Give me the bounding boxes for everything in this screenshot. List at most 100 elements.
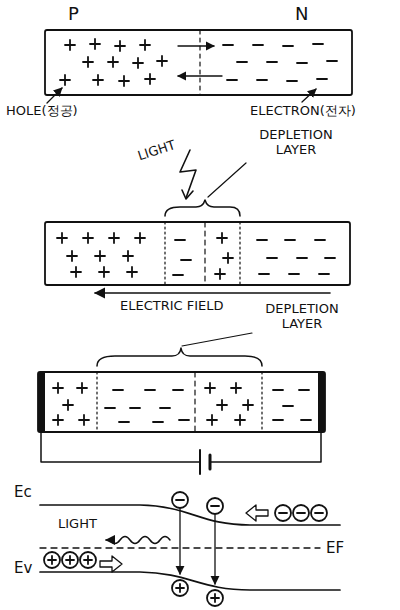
charge-stroke (69, 556, 71, 564)
charge-stroke (179, 584, 181, 592)
charge-stroke (319, 273, 329, 275)
charge-stroke (87, 556, 89, 564)
charge-stroke (64, 75, 66, 85)
charge-stroke (235, 383, 237, 393)
charge-stroke (227, 253, 229, 263)
band-label: Ec (14, 484, 32, 501)
charge-circle (44, 552, 60, 568)
charge-stroke (285, 239, 295, 241)
charge-stroke (214, 594, 216, 602)
charge-stroke (119, 41, 121, 51)
region-letter: N (295, 4, 308, 25)
charge-stroke (112, 57, 114, 67)
carrier-label: ELECTRON(전자) (250, 104, 356, 119)
charge-stroke (87, 57, 89, 67)
charge-stroke (287, 80, 297, 82)
charge-stroke (253, 44, 263, 46)
charge-stroke (160, 407, 170, 409)
charge-stroke (297, 512, 305, 514)
depletion-label: DEPLETION LAYER (248, 128, 344, 158)
charge-stroke (297, 257, 307, 259)
charge-stroke (221, 400, 223, 410)
charge-stroke (176, 499, 184, 501)
charge-stroke (247, 400, 249, 410)
charge-stroke (267, 257, 277, 259)
charge-stroke (139, 233, 141, 243)
charge-stroke (113, 233, 115, 243)
charge-stroke (145, 389, 155, 391)
charge-stroke (299, 389, 309, 391)
charge-stroke (315, 239, 325, 241)
field-label: ELECTRIC FIELD (120, 299, 224, 314)
charge-stroke (67, 400, 69, 410)
charge-stroke (259, 273, 269, 275)
band-label: Ev (14, 560, 32, 577)
charge-circle (293, 505, 309, 521)
charge-circle (207, 498, 223, 514)
charge-stroke (219, 269, 221, 279)
charge-stroke (105, 407, 115, 409)
charge-stroke (149, 74, 151, 84)
charge-stroke (257, 239, 267, 241)
charge-stroke (317, 78, 327, 80)
charge-stroke (61, 233, 63, 243)
light-label: LIGHT (58, 517, 97, 532)
charge-stroke (131, 267, 133, 277)
charge-stroke (87, 233, 89, 243)
charge-circle (62, 552, 78, 568)
charge-stroke (223, 44, 233, 46)
charge-stroke (179, 419, 189, 421)
charge-stroke (257, 79, 267, 81)
charge-stroke (289, 273, 299, 275)
charge-stroke (103, 267, 105, 277)
charge-stroke (83, 415, 85, 425)
charge-stroke (173, 389, 183, 391)
charge-stroke (209, 383, 211, 393)
charge-stroke (81, 383, 83, 393)
charge-circle (80, 552, 96, 568)
charge-stroke (144, 40, 146, 50)
charge-circle (275, 505, 291, 521)
charge-stroke (113, 389, 123, 391)
charge-stroke (283, 405, 293, 407)
charge-stroke (153, 421, 163, 423)
charge-stroke (327, 60, 337, 62)
charge-circle (172, 580, 188, 596)
charge-stroke (137, 58, 139, 68)
charge-circle (207, 590, 223, 606)
light-label: LIGHT (136, 138, 178, 164)
charge-stroke (297, 62, 307, 64)
charge-stroke (57, 415, 59, 425)
charge-circle (311, 505, 327, 521)
charge-stroke (315, 512, 323, 514)
charge-stroke (99, 251, 101, 261)
charge-stroke (51, 556, 53, 564)
charge-stroke (239, 415, 241, 425)
charge-stroke (173, 274, 183, 276)
charge-stroke (313, 43, 323, 45)
charge-stroke (119, 421, 129, 423)
charge-stroke (273, 419, 283, 421)
charge-stroke (94, 39, 96, 49)
charge-stroke (130, 407, 140, 409)
charge-stroke (211, 505, 219, 507)
region-letter: P (68, 4, 79, 25)
band-label: EF (326, 540, 344, 557)
charge-stroke (161, 56, 163, 66)
charge-stroke (237, 61, 247, 63)
charge-stroke (283, 45, 293, 47)
charge-stroke (69, 40, 71, 50)
charge-stroke (301, 419, 311, 421)
charge-circle (172, 492, 188, 508)
charge-stroke (279, 512, 287, 514)
charge-stroke (181, 259, 191, 261)
charge-stroke (211, 415, 213, 425)
charge-stroke (127, 251, 129, 261)
depletion-label: DEPLETION LAYER (254, 302, 350, 332)
charge-stroke (325, 257, 335, 259)
charge-stroke (75, 267, 77, 277)
carrier-label: HOLE(정공) (6, 104, 78, 119)
charge-stroke (57, 383, 59, 393)
charge-stroke (97, 75, 99, 85)
